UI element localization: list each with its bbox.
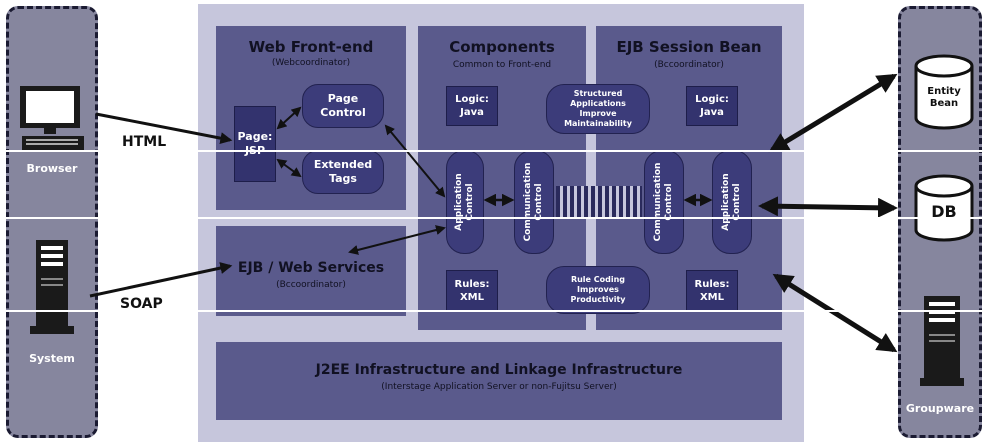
structured-applications-note-text: Structured Applications Improve Maintain… bbox=[564, 89, 632, 128]
page-control-box: Page Control bbox=[302, 84, 384, 128]
ejb-rules-xml-label: Rules: XML bbox=[694, 279, 730, 303]
entity-bean-cylinder-icon bbox=[912, 52, 976, 132]
components-logic-java-label: Logic: Java bbox=[455, 94, 489, 118]
infrastructure-panel bbox=[216, 342, 782, 420]
entity-bean-label: Entity Bean bbox=[927, 86, 961, 109]
infrastructure-subtitle: (Interstage Application Server or non-Fu… bbox=[381, 382, 617, 392]
db-label: DB bbox=[931, 202, 957, 221]
jsp-page-control-arrow bbox=[276, 106, 302, 130]
groupware-label: Groupware bbox=[905, 402, 975, 415]
html-protocol-label: HTML bbox=[122, 134, 167, 150]
web-frontend-title: Web Front-end bbox=[248, 38, 374, 56]
horizontal-divider-line bbox=[0, 217, 988, 219]
system-to-ejb-arrow bbox=[89, 262, 233, 298]
communication-link-connector bbox=[556, 186, 642, 218]
browser-label: Browser bbox=[26, 162, 78, 175]
ejb-web-services-title: EJB / Web Services bbox=[237, 260, 385, 276]
ejb-to-groupware-arrow bbox=[772, 273, 898, 353]
ejb-logic-java-box: Logic: Java bbox=[686, 86, 738, 126]
ejb-session-bean-title: EJB Session Bean bbox=[616, 38, 762, 56]
ejb-to-entity-bean-arrow bbox=[768, 73, 898, 153]
components-logic-java-box: Logic: Java bbox=[446, 86, 498, 126]
soap-protocol-label: SOAP bbox=[120, 296, 163, 312]
infrastructure-title: J2EE Infrastructure and Linkage Infrastr… bbox=[315, 362, 683, 378]
horizontal-divider-line bbox=[0, 310, 988, 312]
jsp-extended-tags-arrow bbox=[276, 158, 302, 178]
extended-tags-label: Extended Tags bbox=[313, 158, 373, 185]
left-client-column bbox=[6, 6, 98, 438]
system-label: System bbox=[29, 352, 75, 365]
rule-coding-note-text: Rule Coding Improves Productivity bbox=[570, 275, 626, 304]
components-rules-xml-label: Rules: XML bbox=[454, 279, 490, 303]
rule-coding-note: Rule Coding Improves Productivity bbox=[546, 266, 650, 314]
browser-monitor-icon bbox=[18, 84, 86, 154]
browser-to-jsp-arrow bbox=[95, 112, 233, 145]
groupware-server-icon bbox=[918, 294, 966, 390]
page-control-app-control-arrow bbox=[384, 124, 446, 198]
web-frontend-subtitle: (Webcoordinator) bbox=[271, 58, 351, 68]
ejb-to-db-arrow bbox=[758, 196, 898, 218]
components-subtitle: Common to Front-end bbox=[452, 60, 552, 70]
components-communication-control: Communication Control bbox=[514, 150, 554, 254]
components-rules-xml-box: Rules: XML bbox=[446, 270, 498, 312]
ejb-session-bean-subtitle: (Bccoordinator) bbox=[654, 60, 724, 70]
ejb-application-control: Application Control bbox=[712, 150, 752, 254]
structured-applications-note: Structured Applications Improve Maintain… bbox=[546, 84, 650, 134]
components-application-control: Application Control bbox=[446, 150, 484, 254]
components-title: Components bbox=[449, 38, 555, 56]
horizontal-divider-line bbox=[0, 150, 988, 152]
app-control-ejb-ws-arrow bbox=[348, 225, 446, 255]
ejb-web-services-subtitle: (Bccoordinator) bbox=[276, 280, 346, 290]
ejb-logic-java-label: Logic: Java bbox=[695, 94, 729, 118]
db-cylinder-icon bbox=[912, 172, 976, 244]
page-control-label: Page Control bbox=[320, 92, 366, 119]
